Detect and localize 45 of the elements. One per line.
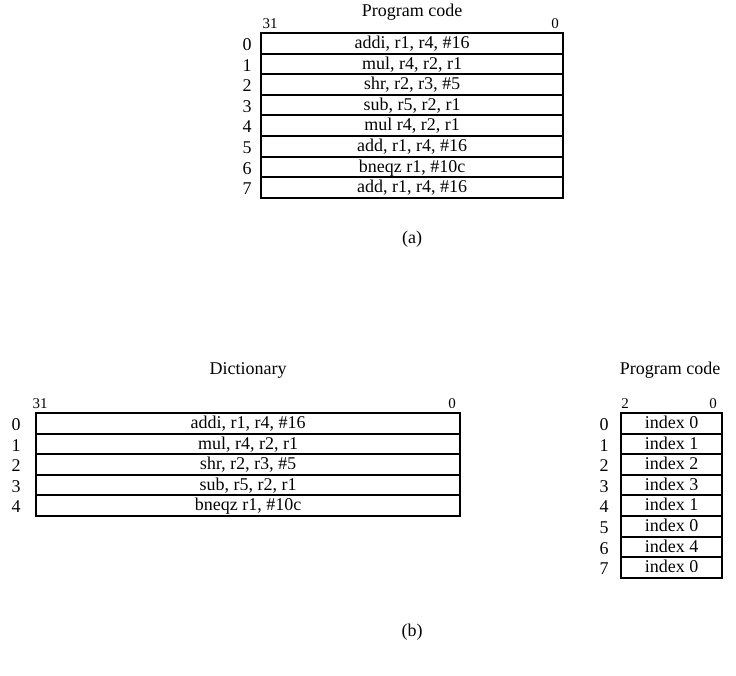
memory-row: addi, r1, r4, #16 (35, 412, 461, 435)
row-index: 2 (600, 455, 608, 476)
bit-number: 31 (32, 395, 48, 414)
bit-number: 0 (709, 395, 717, 414)
memory-row: mul r4, r2, r1 (260, 114, 564, 137)
row-index: 5 (600, 517, 608, 537)
row-index: 4 (600, 496, 608, 516)
bit-number: 0 (551, 15, 559, 34)
table-title: Dictionary (210, 358, 286, 378)
row-index: 4 (242, 116, 252, 136)
memory-row: shr, r2, r3, #5 (35, 453, 461, 476)
memory-row: add, r1, r4, #16 (260, 135, 564, 158)
row-index: 3 (600, 476, 608, 496)
memory-row: shr, r2, r3, #5 (260, 73, 564, 96)
memory-row: index 0 (620, 556, 723, 579)
row-index: 6 (242, 158, 252, 178)
row-index: 3 (12, 476, 20, 496)
row-index: 0 (242, 34, 252, 54)
row-index: 5 (242, 137, 252, 157)
memory-row: index 1 (620, 494, 723, 517)
table-title: Program code (620, 358, 720, 378)
row-index: 0 (600, 414, 608, 434)
table-title: Program code (362, 0, 462, 20)
row-index: 0 (12, 414, 20, 434)
row-index: 7 (242, 178, 252, 198)
row-index: 3 (242, 96, 252, 116)
memory-row: index 0 (620, 515, 723, 538)
memory-row: addi, r1, r4, #16 (260, 32, 564, 55)
figure-label: (a) (402, 227, 422, 247)
row-index: 7 (600, 558, 608, 578)
bit-number: 31 (262, 15, 278, 34)
row-index: 2 (12, 455, 20, 476)
memory-row: index 0 (620, 412, 723, 435)
figure-label: (b) (402, 620, 422, 640)
row-index: 4 (12, 496, 20, 516)
row-index: 6 (600, 538, 608, 558)
memory-row: add, r1, r4, #16 (260, 176, 564, 199)
bit-number: 0 (448, 395, 456, 414)
row-index: 1 (12, 434, 20, 455)
row-index: 2 (242, 75, 252, 96)
memory-row: index 2 (620, 453, 723, 476)
row-index: 1 (242, 54, 252, 75)
memory-row: bneqz r1, #10c (35, 494, 461, 517)
bit-number: 2 (621, 395, 629, 414)
row-index: 1 (600, 434, 608, 455)
